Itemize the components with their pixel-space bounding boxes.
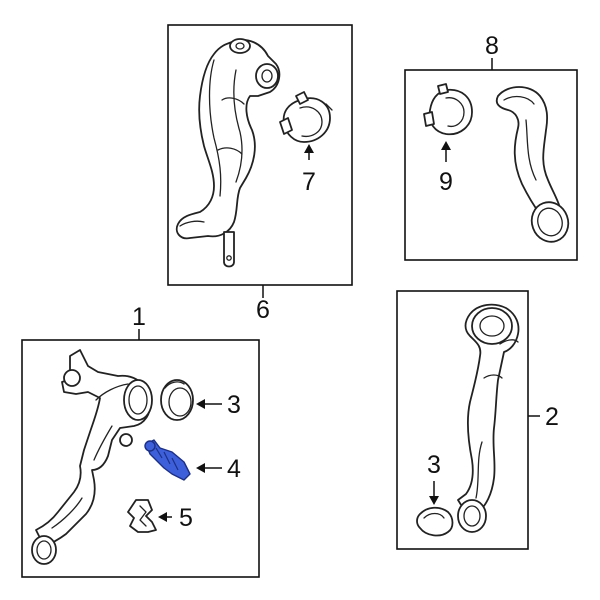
clamp-ring-part-3 <box>160 379 194 421</box>
callout-2: 2 <box>545 403 559 431</box>
clamp-part-9 <box>423 83 473 136</box>
panel-8: 8 9 <box>404 32 578 261</box>
callout-4: 4 <box>227 455 241 483</box>
leader-9 <box>441 141 451 162</box>
callout-7: 7 <box>302 168 316 196</box>
clip-part-5 <box>127 499 157 533</box>
leader-3a <box>196 399 222 409</box>
clamp-ring-part-3b <box>416 506 454 537</box>
callout-8: 8 <box>485 32 499 60</box>
callout-9: 9 <box>439 168 453 196</box>
panel-6: 7 6 <box>167 24 353 324</box>
panel-2: 2 3 <box>396 290 559 550</box>
hose-part-8 <box>495 86 570 243</box>
pipe-assembly-part-1 <box>31 349 153 565</box>
highlighted-fitting-part-4 <box>144 439 191 481</box>
panel-1-frame <box>21 339 260 578</box>
callout-6: 6 <box>256 296 270 324</box>
panel-1: 1 3 <box>21 303 260 578</box>
pipe-bracket-part-6 <box>175 38 281 268</box>
hose-part-2 <box>457 303 520 533</box>
callout-3b: 3 <box>427 451 441 479</box>
leader-3b <box>429 481 439 505</box>
leader-5 <box>158 512 172 522</box>
callout-3a: 3 <box>227 391 241 419</box>
leader-4 <box>196 463 222 473</box>
callout-1: 1 <box>132 303 146 331</box>
leader-7 <box>304 144 314 160</box>
clamp-part-7 <box>279 91 333 143</box>
callout-5: 5 <box>179 504 193 532</box>
